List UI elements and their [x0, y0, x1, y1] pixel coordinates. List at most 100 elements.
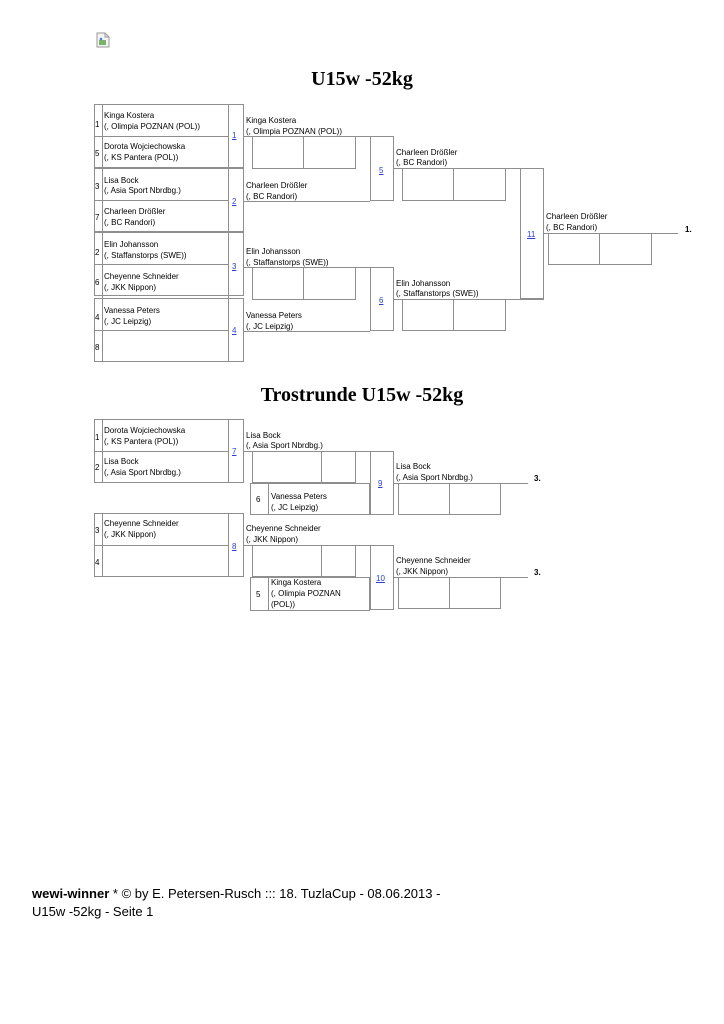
fight-link[interactable]: 2 [232, 197, 237, 206]
score-cell [321, 451, 356, 483]
seed-number: 1 [95, 120, 100, 129]
score-cell [402, 168, 454, 201]
competitor-club: (, KS Pantera (POL)) [104, 153, 179, 162]
seed-number: 2 [95, 248, 100, 257]
competitor-name: Charleen Drößler [104, 207, 166, 216]
bronze-winner-name: Lisa Bock [396, 462, 431, 471]
round1-winner-name: Charleen Drößler [246, 181, 308, 190]
bronze-winner-name: Cheyenne Schneider [396, 556, 471, 565]
fight-11-box [520, 168, 544, 299]
footer-copyright: * © by E. Petersen-Rusch ::: 18. TuzlaCu… [109, 886, 441, 901]
fight-link[interactable]: 1 [232, 131, 237, 140]
repechage-entry-box [250, 577, 370, 611]
competitor-name: Cheyenne Schneider [104, 519, 179, 528]
round2-winner-club: (, Staffanstorps (SWE)) [396, 289, 479, 298]
score-cell [303, 267, 356, 300]
round1-winner-club: (, BC Randori) [246, 192, 298, 201]
fight-9-box [370, 451, 394, 515]
score-cell [453, 168, 506, 201]
place-label: 3. [534, 568, 541, 577]
repechage-entry-box [250, 483, 370, 515]
score-cell [599, 233, 652, 265]
score-cell [398, 483, 450, 515]
score-cell [252, 136, 304, 169]
score-cell [548, 233, 600, 265]
final-winner-name: Charleen Drößler [546, 212, 608, 221]
fight-link[interactable]: 9 [378, 479, 383, 488]
competitor-club: (, BC Randori) [104, 218, 156, 227]
round1-winner-club: (, Staffanstorps (SWE)) [246, 258, 329, 267]
repechage-club: (, JC Leipzig) [271, 503, 319, 512]
round1-winner-club: (, JC Leipzig) [246, 322, 294, 331]
round1-winner-club: (, Olimpia POZNAN (POL)) [246, 127, 343, 136]
seed-number: 6 [256, 495, 261, 504]
competitor-club: (, Asia Sport Nbrdbg.) [104, 186, 181, 195]
place-label: 3. [534, 474, 541, 483]
competitor-club: (, Olimpia POZNAN (POL)) [104, 122, 201, 131]
fight-link[interactable]: 7 [232, 447, 237, 456]
round1-winner-name: Vanessa Peters [246, 311, 302, 320]
fight-link[interactable]: 5 [379, 166, 384, 175]
seed-number: 4 [95, 313, 100, 322]
score-cell [449, 483, 501, 515]
competitor-name: Dorota Wojciechowska [104, 142, 186, 151]
round2-winner-club: (, BC Randori) [396, 158, 448, 167]
fight-10-box [370, 545, 394, 610]
round1-winner-name: Kinga Kostera [246, 116, 297, 125]
broken-image-icon [96, 32, 110, 48]
competitor-club: (, JC Leipzig) [104, 317, 152, 326]
competitor-name: Lisa Bock [104, 457, 139, 466]
main-bracket-title: U15w -52kg [311, 68, 413, 90]
seed-number: 2 [95, 463, 100, 472]
score-cell [449, 577, 501, 609]
repechage-club: (POL)) [271, 600, 295, 609]
footer-brand: wewi-winner [32, 886, 110, 901]
score-cell [321, 545, 356, 577]
fight-link[interactable]: 3 [232, 262, 237, 271]
score-cell [252, 451, 322, 483]
seed-number: 6 [95, 278, 100, 287]
fight-6-box [370, 267, 394, 331]
competitor-club: (, JKK Nippon) [104, 283, 157, 292]
competitor-name: Cheyenne Schneider [104, 272, 179, 281]
seed-number: 1 [95, 433, 100, 442]
competitor-club: (, Asia Sport Nbrdbg.) [104, 468, 181, 477]
repechage-name: Vanessa Peters [271, 492, 327, 501]
repechage-name: Kinga Kostera [271, 578, 322, 587]
cons-round1-winner-name: Cheyenne Schneider [246, 524, 321, 533]
fight-link[interactable]: 11 [527, 230, 536, 239]
score-cell [398, 577, 450, 609]
competitor-name: Kinga Kostera [104, 111, 155, 120]
consolation-bracket-title: Trostrunde U15w -52kg [260, 384, 464, 406]
score-cell [402, 299, 454, 331]
competitor-name: Vanessa Peters [104, 306, 160, 315]
cons-round1-winner-name: Lisa Bock [246, 431, 281, 440]
seed-number: 3 [95, 526, 100, 535]
footer-page-info: U15w -52kg - Seite 1 [32, 904, 154, 919]
seed-number: 7 [95, 213, 100, 222]
seed-number: 4 [95, 558, 100, 567]
fight-link[interactable]: 6 [379, 296, 384, 305]
fight-link[interactable]: 8 [232, 542, 237, 551]
competitor-club: (, Staffanstorps (SWE)) [104, 251, 187, 260]
score-cell [252, 267, 304, 300]
competitor-club: (, JKK Nippon) [104, 530, 157, 539]
round2-winner-name: Elin Johansson [396, 279, 451, 288]
score-cell [303, 136, 356, 169]
competitor-club: (, KS Pantera (POL)) [104, 437, 179, 446]
cons-round1-winner-club: (, JKK Nippon) [246, 535, 299, 544]
competitor-name: Dorota Wojciechowska [104, 426, 186, 435]
competitor-name: Elin Johansson [104, 240, 159, 249]
competitor-name: Lisa Bock [104, 176, 139, 185]
repechage-club: (, Olimpia POZNAN [271, 589, 341, 598]
bronze-winner-club: (, Asia Sport Nbrdbg.) [396, 473, 473, 482]
round2-winner-name: Charleen Drößler [396, 148, 458, 157]
seed-number: 5 [256, 590, 261, 599]
place-label: 1. [685, 225, 692, 234]
fight-link[interactable]: 4 [232, 326, 237, 335]
round1-winner-name: Elin Johansson [246, 247, 301, 256]
fight-5-box [370, 136, 394, 201]
fight-link[interactable]: 10 [376, 574, 385, 583]
bronze-winner-club: (, JKK Nippon) [396, 567, 449, 576]
seed-number: 5 [95, 149, 100, 158]
